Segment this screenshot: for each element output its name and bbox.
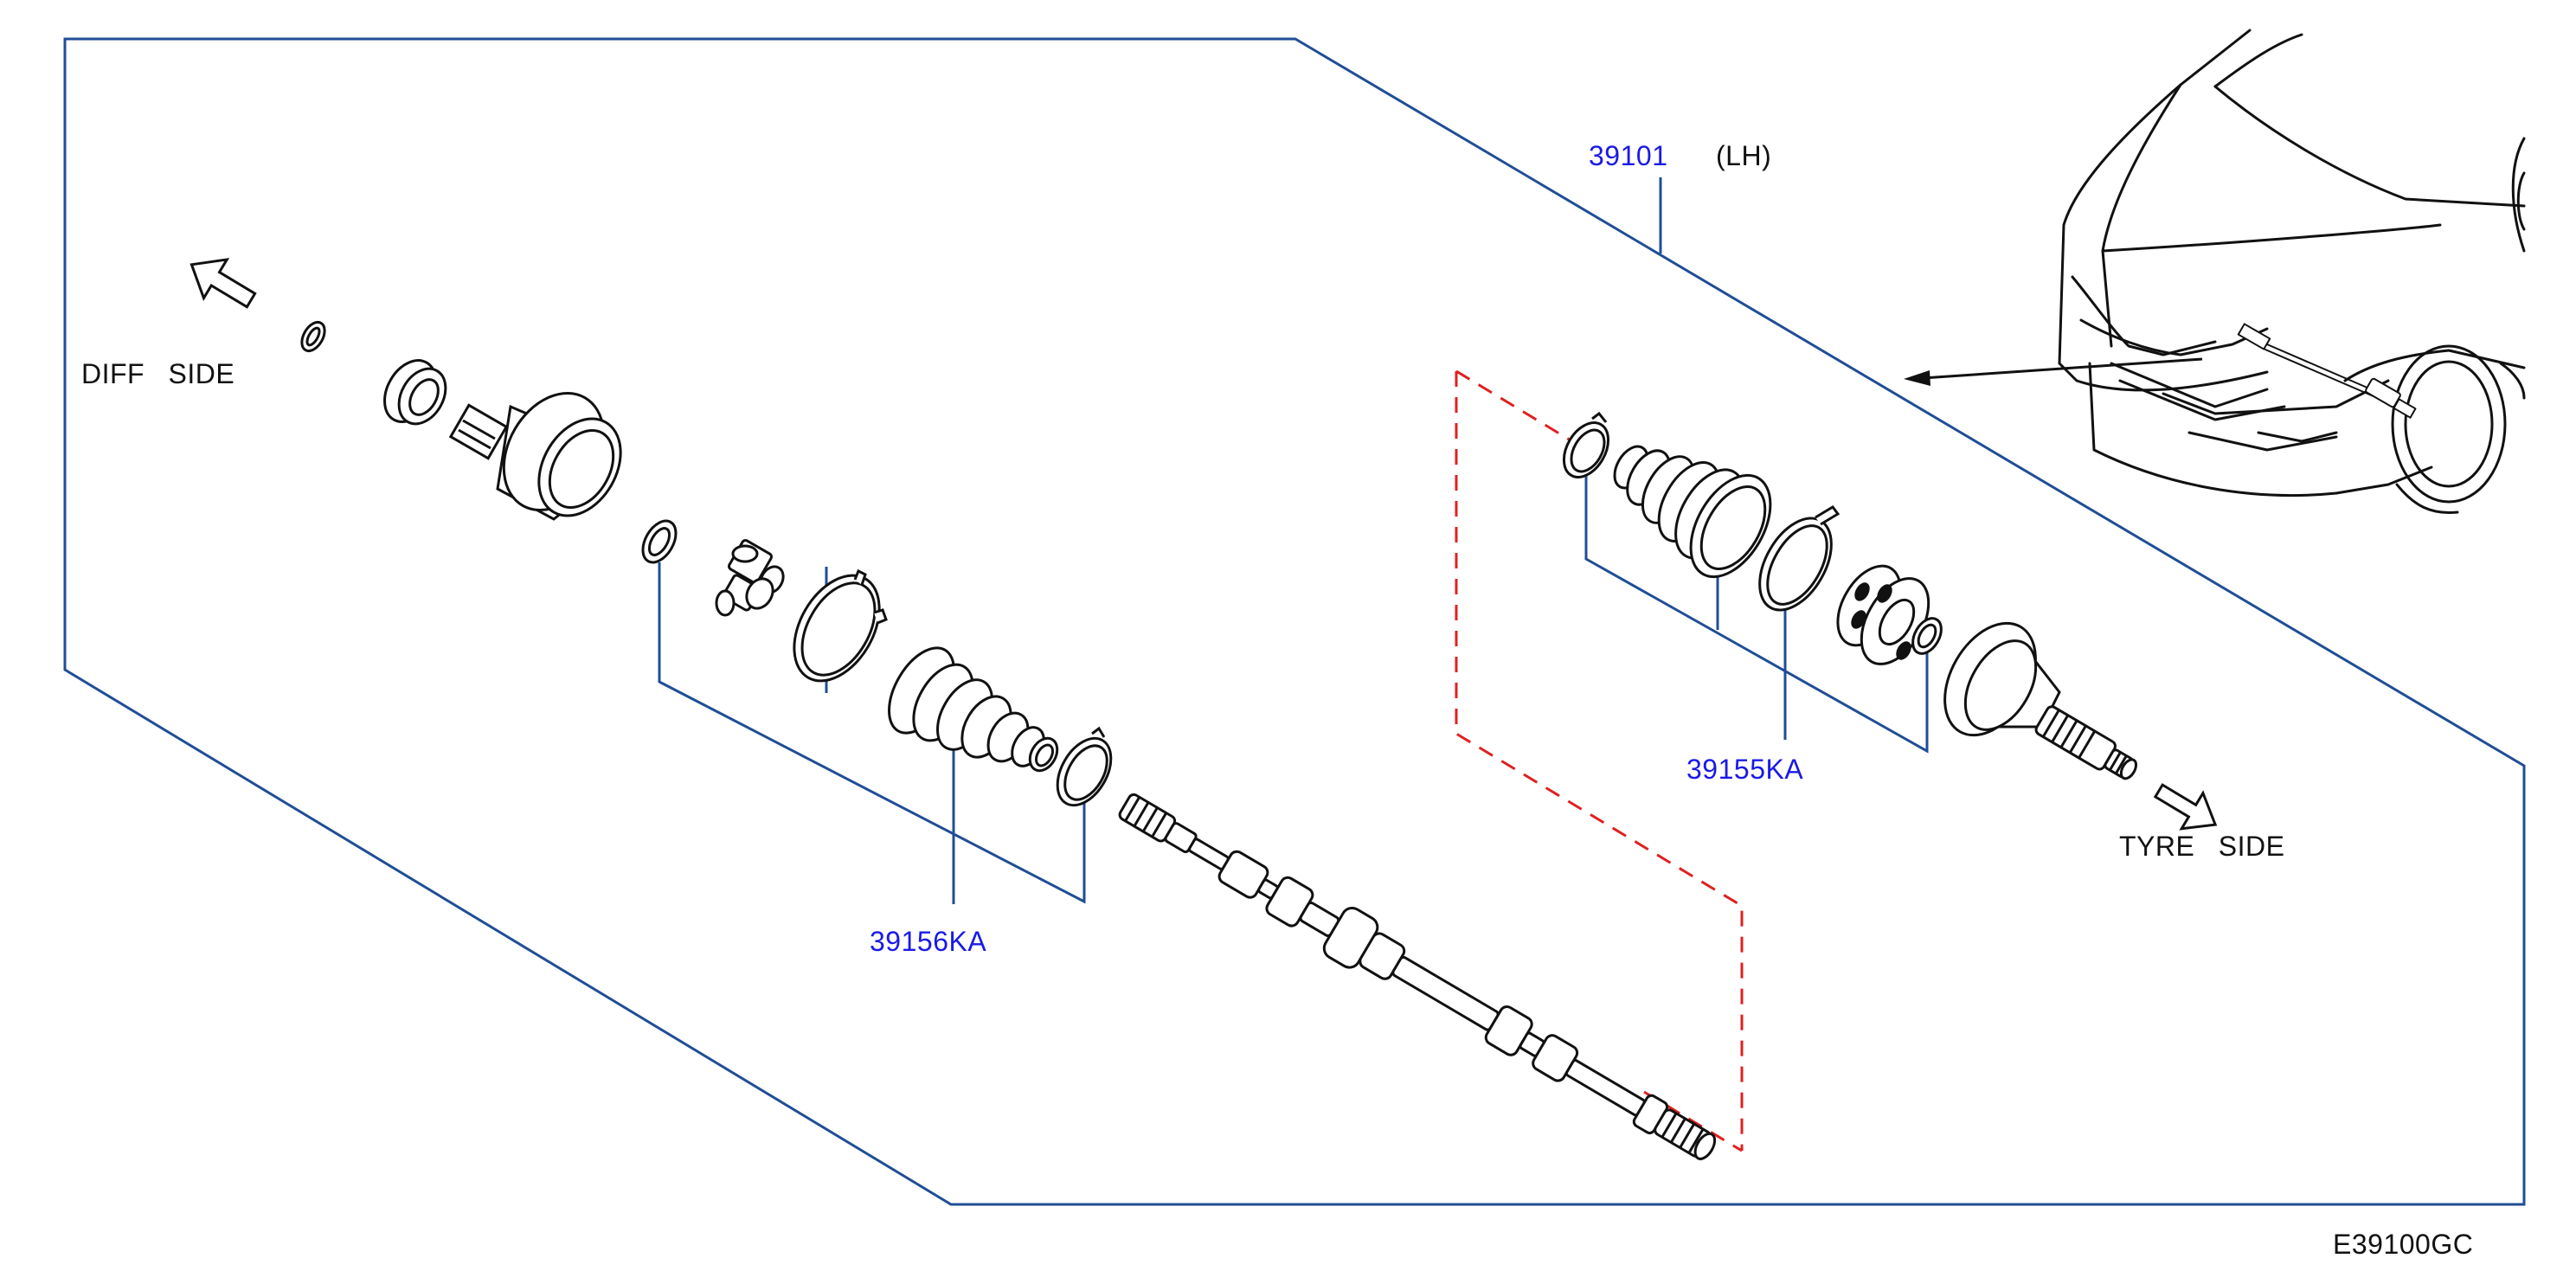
spider-assembly [715,539,785,617]
part-number-boot-diff[interactable]: 39156KA [870,926,987,957]
subassembly-dashed-outline [1455,371,1744,1151]
vehicle-front-outline-icon [2058,29,2526,515]
hollow-arrow-down-right-icon [2153,783,2218,831]
subassembly-dashed-bottom [1643,1090,1743,1152]
diff-side-label: DIFF SIDE [81,358,235,389]
subassembly-dashed-top [1455,369,1584,450]
boot-band-small-diff [1056,726,1113,807]
tyre-side-label: TYRE SIDE [2119,831,2285,862]
part-number-boot-tyre[interactable]: 39155KA [1686,754,1804,785]
hollow-arrow-up-left-icon [190,258,257,309]
boot-band-large-tyre [1758,505,1840,612]
locator-pointer-arrow [1904,357,2203,386]
circlip-tyre [1911,617,1943,655]
part-side-label: (LH) [1716,140,1772,171]
circlip-diff [300,320,326,353]
outer-joint [1943,621,2138,780]
assembly-frame [63,37,2526,1206]
diagram-code: E39100GC [2333,1229,2474,1260]
drive-shaft [1118,793,1717,1160]
dust-seal [383,359,447,426]
ball-cage [1836,564,1930,665]
boot-band-small-tyre [1562,411,1610,478]
inner-joint-housing [448,391,622,521]
tyre-side-parts [1562,411,2138,780]
snap-ring-diff [641,519,678,564]
diff-side-parts [300,320,1113,807]
boot-diff [888,646,1059,773]
boot-band-large-diff [793,568,888,683]
boot-tyre [1613,445,1772,579]
part-number-main[interactable]: 39101 [1589,140,1668,171]
